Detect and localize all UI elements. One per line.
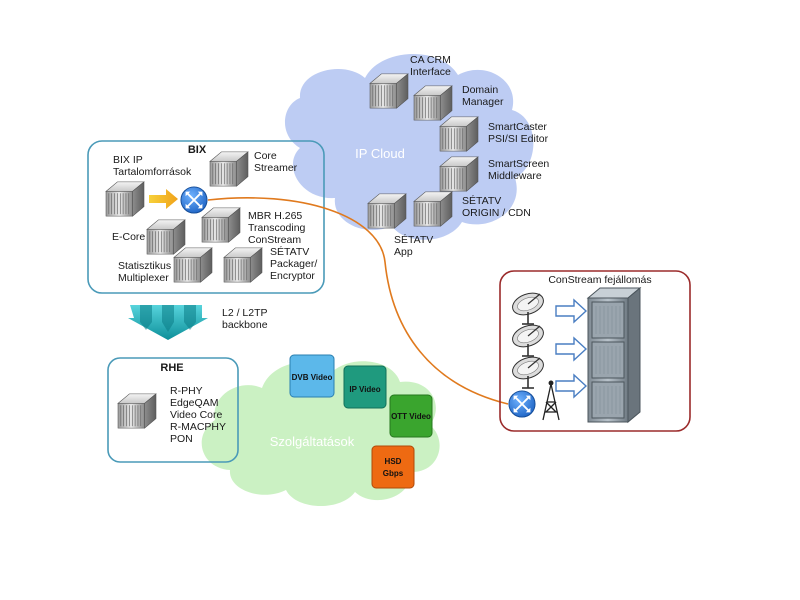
smartcaster-label-2: PSI/SI Editor	[488, 133, 549, 145]
hsd-label-2: Gbps	[383, 469, 404, 478]
setatv-packager-server-icon[interactable]	[223, 247, 263, 283]
satellite-dish-icon-1	[510, 290, 548, 325]
stat-mux-label-1: Statisztikus	[118, 260, 171, 272]
antenna-tower-icon	[542, 380, 560, 421]
rhe-panel: RHE R-PHY EdgeQAM Video Core R-MACPHY PO…	[107, 357, 239, 463]
ott-video-box[interactable]	[389, 394, 433, 438]
rhe-title: RHE	[160, 362, 183, 374]
ca-crm-label-2: Interface	[410, 66, 451, 78]
headend-router-icon[interactable]	[508, 390, 536, 418]
smartscreen-server-icon[interactable]	[439, 156, 479, 192]
backbone: L2 / L2TP backbone	[128, 305, 268, 340]
mbr-label-3: ConStream	[248, 234, 301, 246]
smartscreen-label-1: SmartScreen	[488, 158, 549, 170]
bix-border	[87, 140, 325, 294]
smartcaster-label-1: SmartCaster	[488, 121, 547, 133]
arrow-icon-1	[555, 298, 588, 324]
bix-panel: BIX BIX IP Tartalomforrások Core Streame…	[87, 140, 325, 294]
backbone-arrow-stripes	[140, 305, 196, 332]
ip-cloud-shape	[284, 53, 534, 240]
fiber-link-line	[207, 197, 509, 405]
ip-video-box[interactable]	[343, 365, 387, 409]
setatv-packager-label-3: Encryptor	[270, 270, 315, 282]
yellow-arrow-icon	[149, 189, 178, 209]
setatv-app-label-1: SÉTATV	[394, 233, 433, 246]
backbone-label-1: L2 / L2TP	[222, 307, 268, 319]
mbr-label-2: Transcoding	[248, 222, 306, 234]
satellite-dish-icon-2	[510, 322, 548, 357]
setatv-origin-server-icon[interactable]	[413, 191, 453, 227]
hsd-label-1: HSD	[385, 457, 402, 466]
services-cloud: Szolgáltatások DVB Video IP Video OTT Vi…	[201, 354, 440, 507]
dvb-video-box[interactable]	[289, 354, 335, 398]
setatv-app-label-2: App	[394, 246, 413, 258]
rhe-server-icon[interactable]	[117, 393, 157, 429]
setatv-origin-label-1: SÉTATV	[462, 194, 501, 207]
bix-sources-label-2: Tartalomforrások	[113, 166, 192, 178]
mbr-label-1: MBR H.265	[248, 210, 302, 222]
ca-crm-server-icon[interactable]	[369, 73, 409, 109]
headend-rack-icon[interactable]	[586, 286, 642, 424]
core-streamer-label-2: Streamer	[254, 162, 298, 174]
rhe-item-rmacphy: R-MACPHY	[170, 421, 226, 433]
ecore-label: E-Core	[112, 231, 145, 243]
ip-video-label: IP Video	[349, 385, 380, 394]
ca-crm-label-1: CA CRM	[410, 54, 451, 66]
backbone-label-2: backbone	[222, 319, 268, 331]
ip-cloud: IP Cloud	[284, 53, 534, 240]
domain-manager-label-1: Domain	[462, 84, 498, 96]
setatv-app-server-icon[interactable]	[367, 193, 407, 229]
ecore-server-icon[interactable]	[146, 219, 186, 255]
smartcaster-server-icon[interactable]	[439, 116, 479, 152]
rhe-item-video-core: Video Core	[170, 409, 223, 421]
core-streamer-server-icon[interactable]	[209, 151, 249, 187]
bix-router-icon[interactable]	[180, 186, 208, 214]
stat-mux-label-2: Multiplexer	[118, 272, 169, 284]
dvb-video-label: DVB Video	[292, 373, 333, 382]
domain-manager-label-2: Manager	[462, 96, 504, 108]
arrow-icon-3	[555, 373, 588, 399]
rhe-item-edgeqam: EdgeQAM	[170, 397, 218, 409]
setatv-packager-label-2: Packager/	[270, 258, 317, 270]
ip-cloud-title: IP Cloud	[355, 146, 405, 161]
bix-sources-server-icon[interactable]	[105, 181, 145, 217]
setatv-origin-label-2: ORIGIN / CDN	[462, 207, 531, 219]
hsd-box[interactable]	[371, 445, 415, 489]
headend-arrows	[555, 298, 588, 399]
constream-headend-panel: ConStream fejállomás	[499, 270, 691, 432]
ott-video-label: OTT Video	[391, 412, 431, 421]
services-cloud-title: Szolgáltatások	[270, 434, 355, 449]
mbr-server-icon[interactable]	[201, 207, 241, 243]
domain-manager-server-icon[interactable]	[413, 85, 453, 121]
rhe-border	[107, 357, 239, 463]
ip-cloud-servers: CA CRM Interface Domain Manager SmartCas…	[367, 54, 549, 258]
smartscreen-label-2: Middleware	[488, 170, 542, 182]
core-streamer-label-1: Core	[254, 150, 277, 162]
stat-mux-server-icon[interactable]	[173, 247, 213, 283]
headend-title: ConStream fejállomás	[548, 274, 651, 286]
setatv-packager-label-1: SÉTATV	[270, 245, 309, 258]
bix-sources-label-1: BIX IP	[113, 154, 143, 166]
rhe-item-rphy: R-PHY	[170, 385, 203, 397]
bix-title: BIX	[188, 144, 207, 156]
arrow-icon-2	[555, 336, 588, 362]
satellite-dish-icon-3	[510, 354, 548, 389]
headend-border	[499, 270, 691, 432]
rhe-item-pon: PON	[170, 433, 193, 445]
